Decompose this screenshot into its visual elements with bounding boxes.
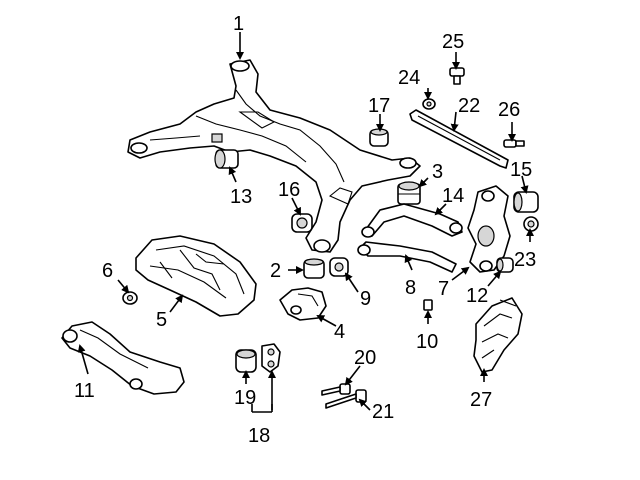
- callout-7: 7: [438, 278, 449, 300]
- callout-14: 14: [442, 185, 464, 207]
- callout-19: 19: [234, 387, 256, 409]
- callout-26: 26: [498, 99, 520, 121]
- washer-24: [422, 98, 436, 110]
- bushing-13: [214, 149, 239, 169]
- callout-22: 22: [458, 95, 480, 117]
- callout-24: 24: [398, 67, 420, 89]
- callout-11: 11: [74, 380, 95, 402]
- bushing-3: [397, 181, 421, 205]
- bolt-26: [503, 139, 525, 148]
- bushing-16: [291, 213, 313, 233]
- bushing-2: [303, 258, 325, 279]
- callout-23: 23: [514, 249, 536, 271]
- callout-5: 5: [156, 309, 167, 331]
- bracket-bar-22: [409, 109, 509, 169]
- callout-25: 25: [442, 31, 464, 53]
- callout-4: 4: [334, 321, 345, 343]
- bolt-25: [449, 67, 465, 85]
- bushing-12: [496, 257, 514, 273]
- callout-1: 1: [233, 13, 244, 35]
- bushing-17: [369, 128, 389, 147]
- callout-12: 12: [466, 285, 488, 307]
- callout-16: 16: [278, 179, 300, 201]
- knuckle-7: [467, 185, 511, 273]
- bushing-23: [523, 216, 539, 232]
- callout-13: 13: [230, 186, 252, 208]
- bracket-4: [279, 287, 327, 321]
- bushing-15: [513, 191, 539, 213]
- reinforcement-plate-5: [135, 235, 257, 317]
- callout-2: 2: [270, 260, 281, 282]
- callout-10: 10: [416, 331, 438, 353]
- leader-lines: [77, 32, 534, 413]
- callout-17: 17: [368, 95, 390, 117]
- cover-27: [473, 297, 523, 373]
- callout-6: 6: [102, 260, 113, 282]
- trailing-arm-11: [61, 321, 185, 395]
- callout-18: 18: [248, 425, 270, 447]
- upper-control-arm-14: [361, 203, 463, 238]
- bolt-20: [321, 383, 351, 396]
- callout-8: 8: [405, 277, 416, 299]
- bushing-19: [235, 349, 257, 373]
- callout-3: 3: [432, 161, 443, 183]
- callout-labels: 1 2 3 4 5 6 7 8 9 10 11 12 13 14 15 16 1…: [74, 13, 536, 447]
- callout-15: 15: [510, 159, 532, 181]
- callout-9: 9: [360, 288, 371, 310]
- bracket-18: [261, 343, 281, 373]
- callout-21: 21: [372, 401, 394, 423]
- callout-20: 20: [354, 347, 376, 369]
- bushing-10: [423, 299, 433, 311]
- washer-6: [122, 291, 138, 305]
- callout-27: 27: [470, 389, 492, 411]
- bushing-9: [329, 257, 349, 277]
